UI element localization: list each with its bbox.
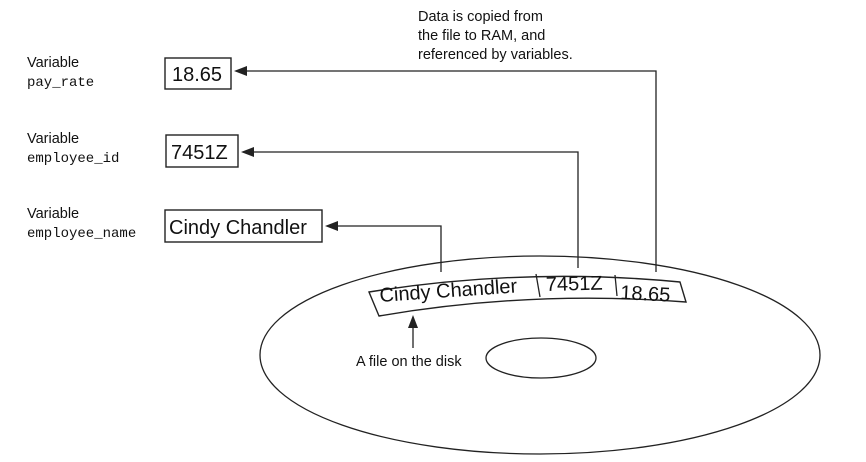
connector-line	[245, 70, 657, 272]
caption: Data is copied from the file to RAM, and…	[418, 9, 573, 63]
variable-label: Variable	[27, 206, 79, 222]
disk-hub	[485, 337, 597, 379]
connector-line	[252, 151, 579, 268]
arrow-to-pay-rate	[234, 66, 657, 272]
file-record-field: 18.65	[620, 282, 671, 307]
arrowhead-icon	[408, 315, 418, 328]
caption-line-1: Data is copied from	[418, 9, 543, 25]
variable-label: Variable	[27, 55, 79, 71]
variable-value: 18.65	[172, 64, 222, 86]
file-record-divider	[535, 273, 541, 298]
file-record: Cindy Chandler 7451Z 18.65	[368, 273, 687, 317]
file-record-divider	[614, 274, 618, 297]
variable-name: pay_rate	[27, 75, 94, 91]
arrow-to-employee-id	[241, 147, 579, 268]
arrowhead-icon	[325, 221, 338, 231]
connector-line	[336, 225, 442, 272]
variable-value: Cindy Chandler	[169, 217, 307, 239]
variable-value: 7451Z	[171, 142, 228, 164]
variable-employee-name: Variable employee_name Cindy Chandler	[27, 206, 323, 243]
caption-line-2: the file to RAM, and	[418, 28, 545, 44]
variable-value-box	[164, 209, 323, 243]
variable-value-box	[165, 134, 239, 168]
variable-name: employee_id	[27, 151, 119, 167]
caption-line-3: referenced by variables.	[418, 47, 573, 63]
arrowhead-icon	[234, 66, 247, 76]
variable-pay-rate: Variable pay_rate 18.65	[27, 55, 232, 91]
arrow-to-employee-name	[325, 221, 442, 272]
variable-label: Variable	[27, 131, 79, 147]
variable-name: employee_name	[27, 226, 136, 242]
disk-label: A file on the disk	[356, 354, 462, 370]
arrowhead-icon	[241, 147, 254, 157]
variable-employee-id: Variable employee_id 7451Z	[27, 131, 239, 168]
variable-value-box	[164, 57, 232, 90]
file-record-strip	[368, 275, 687, 317]
disk-label-group: A file on the disk	[356, 315, 462, 370]
file-record-field: 7451Z	[546, 273, 603, 296]
